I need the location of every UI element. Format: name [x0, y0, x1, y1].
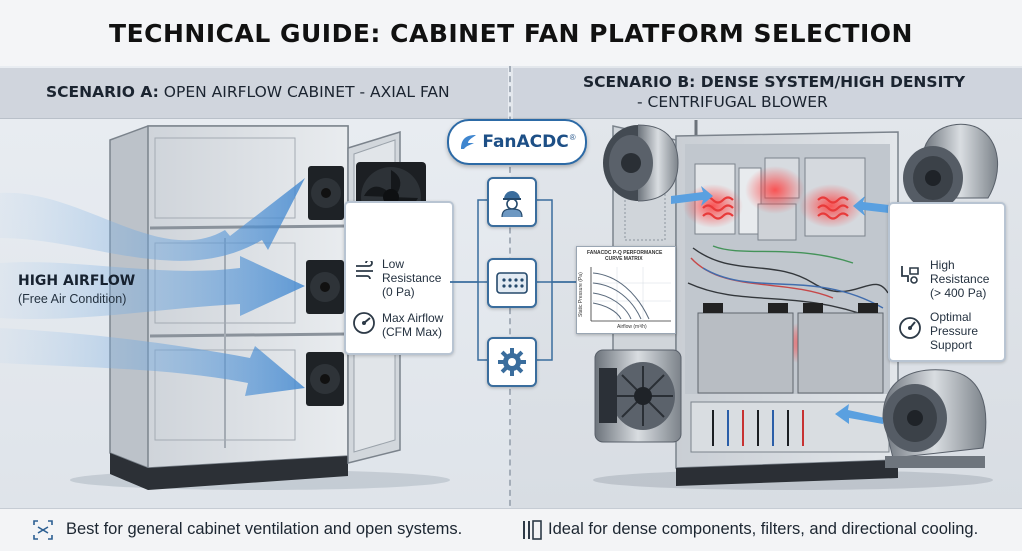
axial-fan-middle [306, 260, 344, 314]
axial-fan-top [308, 166, 344, 220]
centrifugal-spec2-line1: Optimal [930, 310, 972, 324]
airflow-grid-icon [33, 520, 53, 540]
scenario-b-header: SCENARIO B: DENSE SYSTEM/HIGH DENSITY - … [513, 68, 1022, 119]
axial-spec-box: Low Resistance (0 Pa) Max Airflow (CFM M… [344, 201, 454, 355]
chart-ylabel: Static Pressure (Pa) [578, 272, 584, 317]
axial-spec2-line1: Max Airflow [382, 311, 444, 325]
centrifugal-spec-box: High Resistance (> 400 Pa) Optimal Press… [888, 202, 1006, 362]
pressure-valve-icon [901, 266, 919, 284]
scenario-a-label: SCENARIO A: OPEN AIRFLOW CABINET - AXIAL… [46, 83, 450, 101]
chart-curves [590, 267, 671, 322]
chart-xlabel: Airflow (m³/h) [617, 324, 647, 330]
centrifugal-blower-bottom-right [882, 369, 987, 468]
high-airflow-subtitle: (Free Air Condition) [18, 292, 127, 306]
fanacdc-logo: FanACDC ® [447, 119, 587, 165]
centrifugal-spec1-line1: High [930, 258, 955, 272]
airflow-arrow-middle [0, 256, 305, 320]
registered-mark: ® [569, 132, 576, 142]
high-airflow-label: HIGH AIRFLOW [18, 273, 136, 289]
engineer-icon [487, 177, 537, 227]
center-connector-lines [450, 199, 580, 361]
axial-spec2-line2: (CFM Max) [382, 325, 442, 339]
scenario-a-label-rest: OPEN AIRFLOW CABINET - AXIAL FAN [158, 83, 450, 101]
scenario-b-label-line1: SCENARIO B: DENSE SYSTEM/HIGH DENSITY [583, 73, 966, 91]
centrifugal-spec2: Optimal Pressure Support [930, 310, 978, 352]
scenario-b-label-line2: - CENTRIFUGAL BLOWER [637, 93, 828, 111]
axial-spec1-line3: (0 Pa) [382, 285, 415, 299]
pq-performance-chart: FANACDC P-Q PERFORMANCE CURVE MATRIX Sta… [576, 246, 676, 334]
fanacdc-logo-text: FanACDC [482, 132, 569, 152]
page-title: TECHNICAL GUIDE: CABINET FAN PLATFORM SE… [0, 0, 1022, 66]
centrifugal-spec2-line3: Support [930, 338, 973, 352]
wind-icon [356, 261, 373, 279]
gear-icon [487, 337, 537, 387]
fanacdc-logo-mark [461, 135, 477, 149]
footer-text-b: Ideal for dense components, filters, and… [548, 520, 979, 538]
chart-title-line2: CURVE MATRIX [605, 256, 643, 262]
airflow-arrow-in [671, 186, 713, 206]
axial-spec2: Max Airflow (CFM Max) [382, 311, 443, 339]
airflow-arrow-out [853, 196, 898, 216]
centrifugal-spec1: High Resistance (> 400 Pa) [930, 258, 989, 300]
centrifugal-spec1-line3: (> 400 Pa) [930, 286, 987, 300]
gauge-icon [353, 312, 375, 334]
airflow-arrow-top [0, 178, 305, 261]
centrifugal-blower-bottom-left [594, 349, 682, 443]
footer-text-a: Best for general cabinet ventilation and… [66, 520, 463, 538]
airflow-arrow-bottom [0, 328, 305, 396]
centrifugal-spec1-line2: Resistance [930, 272, 990, 286]
centrifugal-cabinet-illustration [593, 120, 999, 490]
axial-spec1-line2: Resistance [382, 271, 442, 285]
chart-title-line1: FANACDC P-Q PERFORMANCE [587, 250, 663, 256]
centrifugal-spec2-line2: Pressure [930, 324, 979, 338]
scenario-a-label-bold: SCENARIO A: [46, 83, 159, 101]
centrifugal-blower-top-left [603, 124, 679, 202]
directional-cooling-icon [523, 520, 542, 540]
pressure-gauge-icon [899, 317, 921, 339]
axial-spec1: Low Resistance (0 Pa) [382, 257, 441, 299]
footer-bar: Best for general cabinet ventilation and… [0, 508, 1022, 551]
axial-fan-bottom [306, 352, 344, 406]
axial-spec1-line1: Low [382, 257, 405, 271]
connector-icon [487, 258, 537, 308]
scenario-a-header: SCENARIO A: OPEN AIRFLOW CABINET - AXIAL… [0, 68, 508, 119]
